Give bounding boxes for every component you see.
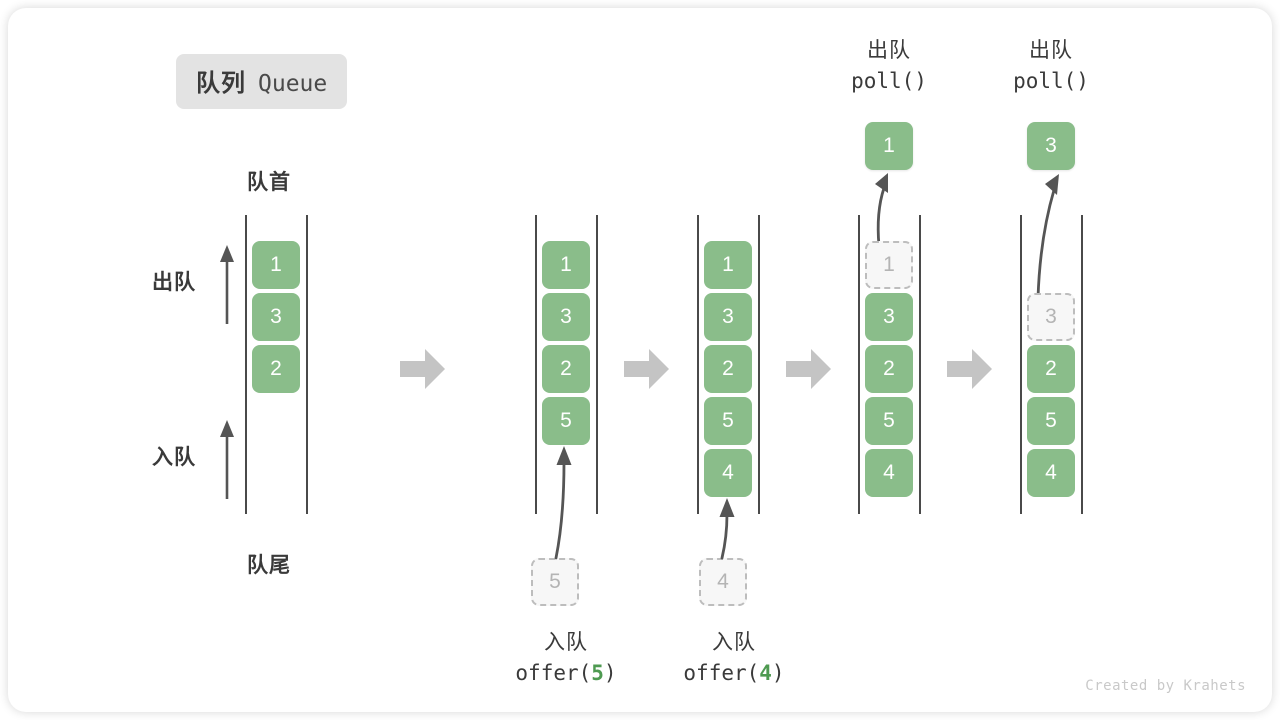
dequeue-direction-arrow-icon	[220, 245, 234, 324]
enqueue-direction-arrow-icon	[220, 420, 234, 499]
dequeue-direction-label: 出队	[152, 271, 196, 294]
polled-element: 3	[1027, 122, 1075, 170]
offer-5-cn: 入队	[544, 631, 588, 654]
title-cn: 队列	[196, 70, 246, 97]
step-arrow-icon	[786, 349, 831, 389]
credit-label: Created by Krahets	[1085, 678, 1246, 694]
offer-4-code: offer(4)	[683, 661, 785, 686]
queue-rail-left	[1020, 215, 1022, 514]
queue-cell: 5	[704, 397, 752, 445]
queue-cell: 4	[865, 449, 913, 497]
poll-1-cn: 出队	[867, 39, 911, 62]
queue-cell: 1	[252, 241, 300, 289]
offer-5-operation-label: 入队 offer(5)	[476, 628, 656, 689]
queue-cell: 1	[704, 241, 752, 289]
polled-element: 1	[865, 122, 913, 170]
queue-rail-left	[245, 215, 247, 514]
enqueue-motion-arrow-icon	[554, 446, 572, 560]
queue-cell: 2	[865, 345, 913, 393]
step-arrow-icon	[624, 349, 669, 389]
queue-rail-right	[758, 215, 760, 514]
queue-rail-right	[596, 215, 598, 514]
queue-cell: 1	[542, 241, 590, 289]
enqueue-motion-arrow-icon	[719, 498, 735, 560]
poll-2-cn: 出队	[1029, 39, 1073, 62]
queue-cell: 3	[704, 293, 752, 341]
queue-cell: 2	[252, 345, 300, 393]
queue-cell: 3	[865, 293, 913, 341]
poll-2-operation-label: 出队 poll()	[961, 36, 1141, 97]
step-arrow-icon	[400, 349, 445, 389]
poll-1-operation-label: 出队 poll()	[799, 36, 979, 97]
step-arrow-icon	[947, 349, 992, 389]
queue-rail-right	[919, 215, 921, 514]
title-en: Queue	[258, 71, 328, 97]
incoming-element-ghost: 5	[531, 558, 579, 606]
queue-cell: 4	[704, 449, 752, 497]
queue-tail-label: 队尾	[247, 554, 291, 577]
queue-rail-left	[535, 215, 537, 514]
poll-1-code: poll()	[851, 69, 927, 94]
enqueue-direction-label: 入队	[152, 446, 196, 469]
queue-cell: 2	[704, 345, 752, 393]
diagram-card: 队列 Queue 队首 队尾 出队 入队 1 3 2	[8, 8, 1272, 712]
queue-cell: 5	[542, 397, 590, 445]
queue-rail-right	[306, 215, 308, 514]
queue-rail-right	[1081, 215, 1083, 514]
queue-cell: 5	[865, 397, 913, 445]
incoming-element-ghost: 4	[699, 558, 747, 606]
dequeued-slot-ghost: 3	[1027, 293, 1075, 341]
dequeue-motion-arrow-icon	[1036, 174, 1059, 300]
poll-2-code: poll()	[1013, 69, 1089, 94]
queue-cell: 2	[1027, 345, 1075, 393]
queue-cell: 3	[252, 293, 300, 341]
queue-rail-left	[697, 215, 699, 514]
offer-4-cn: 入队	[712, 631, 756, 654]
dequeued-slot-ghost: 1	[865, 241, 913, 289]
queue-cell: 4	[1027, 449, 1075, 497]
queue-rail-left	[858, 215, 860, 514]
title-badge: 队列 Queue	[176, 54, 348, 109]
offer-5-code: offer(5)	[515, 661, 617, 686]
queue-head-label: 队首	[247, 171, 291, 194]
dequeue-motion-arrow-icon	[875, 173, 888, 248]
queue-cell: 2	[542, 345, 590, 393]
queue-cell: 5	[1027, 397, 1075, 445]
queue-cell: 3	[542, 293, 590, 341]
offer-4-operation-label: 入队 offer(4)	[644, 628, 824, 689]
